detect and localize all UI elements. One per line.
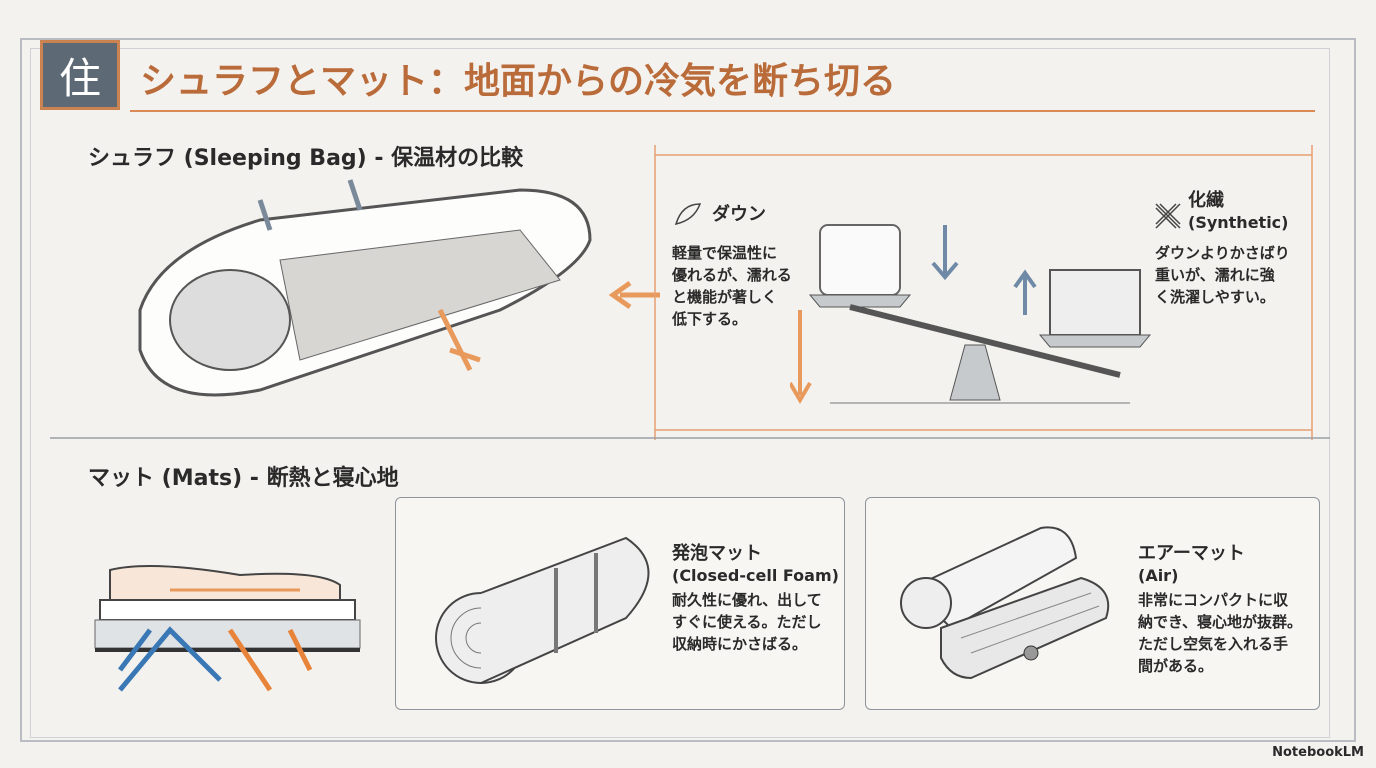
text-line: 収納時にかさばる。 (672, 635, 808, 653)
sleeping-bag-heading: シュラフ (Sleeping Bag) - 保温材の比較 (88, 146, 524, 171)
text-line: 優れるが、濡れる (672, 266, 792, 284)
synthetic-fiber-icon (1155, 203, 1181, 229)
foam-mat-card: 発泡マット (Closed-cell Foam) 耐久性に優れ、出して すぐに使… (395, 497, 845, 710)
air-subtitle: (Air) (1138, 566, 1179, 585)
orange-arrow-left-icon (608, 280, 660, 310)
text-line: すぐに使える。ただし (672, 613, 822, 631)
text-line: 軽量で保温性に (672, 244, 778, 262)
text-line: と機能が著しく (672, 288, 778, 306)
section-divider (50, 437, 1330, 439)
air-title: エアーマット (1138, 543, 1245, 564)
outer-frame (20, 38, 1356, 742)
mats-heading: マット (Mats) - 断熱と寝心地 (88, 466, 399, 491)
air-description: 非常にコンパクトに収 納でき、寝心地が抜群。 ただし空気を入れる手 間がある。 (1138, 589, 1302, 677)
synthetic-description: ダウンよりかさばり 重いが、濡れに強 く洗濯しやすい。 (1155, 242, 1290, 308)
category-badge: 住 (40, 40, 120, 110)
text-line: 耐久性に優れ、出して (672, 591, 822, 609)
text-line: ただし空気を入れる手 (1138, 635, 1289, 653)
text-line: く洗濯しやすい。 (1155, 288, 1275, 306)
text-line: ダウンよりかさばり (1155, 244, 1290, 262)
page-title: シュラフとマット：地面からの冷気を断ち切る (140, 61, 897, 102)
foam-subtitle: (Closed-cell Foam) (672, 566, 839, 585)
title-underline (130, 110, 1315, 112)
inner-frame (30, 48, 1330, 738)
feather-icon (674, 203, 702, 226)
sleeping-bag-illustration (138, 179, 592, 397)
synthetic-title: 化繊 (1188, 190, 1224, 211)
foam-title: 発泡マット (672, 543, 762, 564)
text-line: 低下する。 (672, 310, 748, 328)
dimension-lines (654, 145, 1313, 440)
air-mat-card: エアーマット (Air) 非常にコンパクトに収 納でき、寝心地が抜群。 ただし空… (865, 497, 1320, 710)
foam-description: 耐久性に優れ、出して すぐに使える。ただし 収納時にかさばる。 (672, 589, 839, 655)
text-line: 納でき、寝心地が抜群。 (1138, 613, 1302, 631)
mat-insulation-illustration (94, 565, 361, 692)
foam-mat-illustration (435, 536, 650, 684)
down-title: ダウン (712, 204, 766, 225)
text-line: 非常にコンパクトに収 (1138, 591, 1289, 609)
down-description: 軽量で保温性に 優れるが、濡れる と機能が著しく 低下する。 (672, 242, 792, 330)
air-mat-illustration (900, 526, 1110, 680)
text-line: 重いが、濡れに強 (1155, 266, 1275, 284)
text-line: 間がある。 (1138, 657, 1214, 675)
brand-logo: NotebookLM (1272, 745, 1364, 760)
synthetic-subtitle: (Synthetic) (1188, 213, 1289, 232)
balance-scale-illustration (790, 224, 1152, 404)
